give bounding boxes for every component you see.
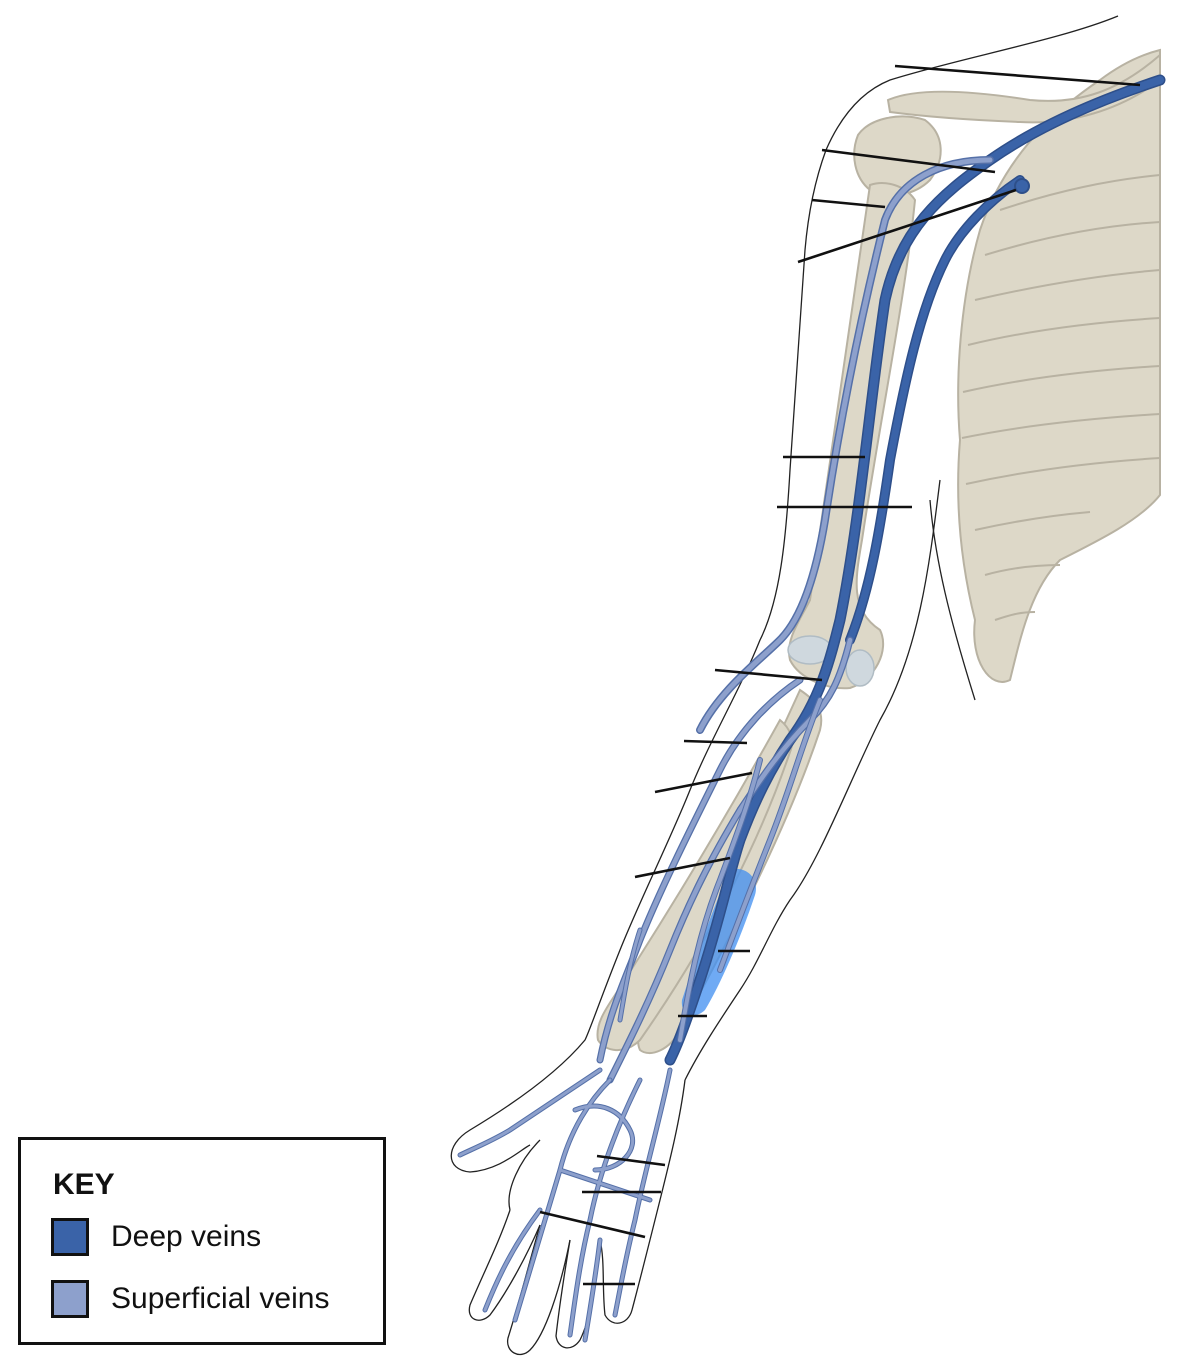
rib-lines <box>961 174 1161 621</box>
leader-line <box>797 188 1017 264</box>
leader-line <box>714 668 823 682</box>
superficial-veins-swatch <box>51 1280 89 1318</box>
hand-veins <box>457 1067 673 1343</box>
leader-line <box>634 856 731 879</box>
leader-line <box>654 771 753 794</box>
leader-line <box>596 1154 666 1167</box>
leader-line <box>539 1210 646 1239</box>
deep-veins-label: Deep veins <box>111 1220 262 1253</box>
skin-outline <box>450 15 1119 1173</box>
hand-outline <box>468 1079 686 1355</box>
deep-veins-swatch <box>51 1218 89 1256</box>
superficial-veins-label: Superficial veins <box>111 1282 330 1315</box>
rib-cage <box>957 48 1161 683</box>
superficial-veins <box>596 156 994 1084</box>
key-item-deep-veins: Deep veins <box>51 1218 261 1256</box>
key-item-superficial-veins: Superficial veins <box>51 1280 329 1318</box>
deep-veins <box>664 74 1166 1066</box>
elbow-joint <box>787 635 875 687</box>
leader-line <box>894 64 1141 87</box>
leader-line <box>683 739 748 745</box>
leader-lines <box>539 64 1141 1286</box>
key-title: KEY <box>53 1168 115 1201</box>
leader-line <box>821 148 996 174</box>
key-legend: KEY Deep veins Superficial veins <box>18 1137 386 1345</box>
leader-line <box>811 198 886 209</box>
